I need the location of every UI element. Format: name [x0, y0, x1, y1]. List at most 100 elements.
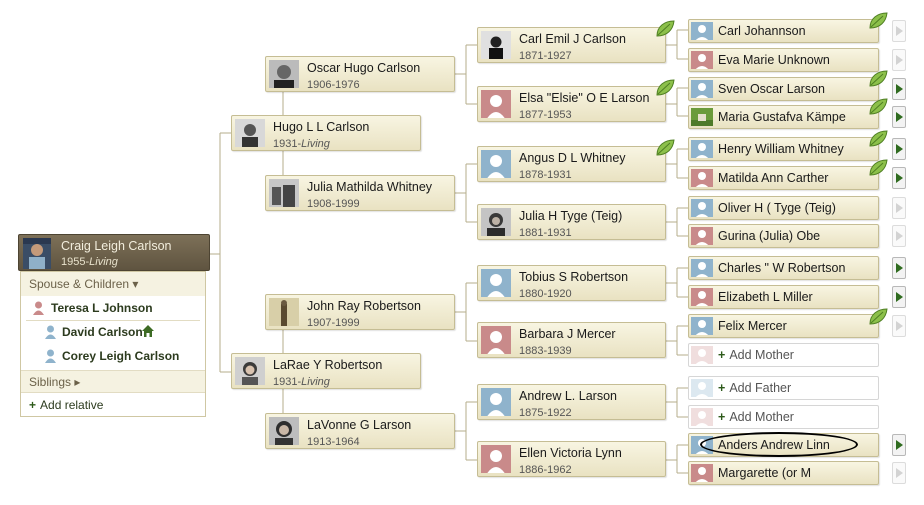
gen4-card-4[interactable]: Maria Gustafva Kämpe [688, 105, 879, 129]
ancestor-card-ffm[interactable]: Elsa "Elsie" O E Larson 1877-1953 [477, 86, 666, 122]
person-name: Carl Emil J Carlson [519, 32, 626, 46]
arrow-right-icon[interactable] [892, 167, 906, 189]
ancestor-card-fmf[interactable]: Angus D L Whitney 1878-1931 [477, 146, 666, 182]
arrow-right-icon[interactable] [892, 434, 906, 456]
leaf-icon[interactable] [868, 98, 888, 116]
male-silhouette-icon [691, 317, 713, 335]
person-photo [269, 179, 299, 207]
arrow-right-icon[interactable] [892, 78, 906, 100]
leaf-icon[interactable] [868, 308, 888, 326]
spouse-link[interactable]: Teresa L Johnson [51, 301, 153, 315]
siblings-toggle[interactable]: Siblings ▸ [29, 375, 81, 389]
child-link-david[interactable]: David Carlson [62, 325, 143, 339]
ancestor-card-fff[interactable]: Carl Emil J Carlson 1871-1927 [477, 27, 666, 63]
person-dates: 1875-1922 [519, 407, 572, 419]
person-name: Margarette (or M [718, 466, 812, 480]
gen4-card-5[interactable]: Henry William Whitney [688, 137, 879, 161]
gen4-card-8[interactable]: Gurina (Julia) Obe [688, 224, 879, 248]
female-silhouette-icon [481, 326, 511, 354]
house-icon [142, 325, 154, 337]
female-silhouette-icon [691, 346, 713, 364]
root-person-photo [23, 238, 51, 269]
person-name: Maria Gustafva Kämpe [718, 110, 846, 124]
male-silhouette-icon [481, 269, 511, 297]
male-silhouette-icon [691, 140, 713, 158]
ancestor-card-mfm[interactable]: Barbara J Mercer 1883-1939 [477, 322, 666, 358]
person-name: Elsa "Elsie" O E Larson [519, 91, 650, 105]
ancestor-card-mff[interactable]: Tobius S Robertson 1880-1920 [477, 265, 666, 301]
add-mother-button[interactable]: +Add Mother [688, 343, 879, 367]
female-silhouette-icon [33, 301, 44, 315]
gen4-card-2[interactable]: Eva Marie Unknown [688, 48, 879, 72]
male-silhouette-icon [691, 259, 713, 277]
add-mother-button[interactable]: +Add Mother [688, 405, 879, 429]
leaf-icon[interactable] [868, 12, 888, 30]
add-mother-label: +Add Mother [718, 410, 794, 424]
person-name: Henry William Whitney [718, 142, 844, 156]
mother-name: LaRae Y Robertson [273, 358, 383, 372]
father-card[interactable]: Hugo L L Carlson 1931-Living [231, 115, 421, 151]
female-silhouette-icon [691, 169, 713, 187]
arrow-right-icon[interactable] [892, 286, 906, 308]
gen4-card-3[interactable]: Sven Oscar Larson [688, 77, 879, 101]
add-relative-link[interactable]: +Add relative [29, 398, 213, 412]
male-silhouette-icon [691, 22, 713, 40]
plus-icon: + [718, 381, 726, 395]
female-silhouette-icon [691, 464, 713, 482]
person-name: Julia H Tyge (Teig) [519, 209, 623, 223]
arrow-right-icon[interactable] [892, 138, 906, 160]
gen4-card-11[interactable]: Felix Mercer [688, 314, 879, 338]
person-name: Barbara J Mercer [519, 327, 616, 341]
male-silhouette-icon [691, 199, 713, 217]
leaf-icon[interactable] [868, 159, 888, 177]
person-name: Ellen Victoria Lynn [519, 446, 622, 460]
root-person-card[interactable]: Craig Leigh Carlson 1955-Living [18, 234, 210, 271]
arrow-right-icon[interactable] [892, 106, 906, 128]
gen4-card-10[interactable]: Elizabeth L Miller [688, 285, 879, 309]
person-dates: 1908-1999 [307, 198, 360, 210]
gen4-card-9[interactable]: Charles " W Robertson [688, 256, 879, 280]
root-person-dates: 1955-Living [61, 256, 118, 268]
male-silhouette-icon [691, 379, 713, 397]
add-father-button[interactable]: +Add Father [688, 376, 879, 400]
maternal-grandmother-card[interactable]: LaVonne G Larson 1913-1964 [265, 413, 455, 449]
arrow-right-icon[interactable] [892, 257, 906, 279]
male-silhouette-icon [45, 325, 56, 339]
leaf-icon[interactable] [868, 130, 888, 148]
arrow-right-icon [892, 49, 906, 71]
spouse-children-toggle[interactable]: Spouse & Children ▾ [29, 277, 139, 291]
person-name: LaVonne G Larson [307, 418, 412, 432]
mother-dates: 1931-Living [273, 376, 330, 388]
person-name: Tobius S Robertson [519, 270, 629, 284]
leaf-icon[interactable] [655, 20, 675, 38]
maternal-grandfather-card[interactable]: John Ray Robertson 1907-1999 [265, 294, 455, 330]
paternal-grandfather-card[interactable]: Oscar Hugo Carlson 1906-1976 [265, 56, 455, 92]
person-dates: 1878-1931 [519, 169, 572, 181]
male-silhouette-icon [481, 388, 511, 416]
ancestor-card-fmm[interactable]: Julia H Tyge (Teig) 1881-1931 [477, 204, 666, 240]
ancestor-card-mmm[interactable]: Ellen Victoria Lynn 1886-1962 [477, 441, 666, 477]
person-name: Oscar Hugo Carlson [307, 61, 421, 75]
female-silhouette-icon [691, 227, 713, 245]
ancestor-card-mmf[interactable]: Andrew L. Larson 1875-1922 [477, 384, 666, 420]
person-dates: 1880-1920 [519, 288, 572, 300]
mother-photo [235, 357, 265, 385]
leaf-icon[interactable] [655, 139, 675, 157]
leaf-icon[interactable] [655, 79, 675, 97]
person-photo [481, 31, 511, 59]
arrow-right-icon [892, 315, 906, 337]
person-dates: 1906-1976 [307, 79, 360, 91]
paternal-grandmother-card[interactable]: Julia Mathilda Whitney 1908-1999 [265, 175, 455, 211]
person-name: Angus D L Whitney [519, 151, 626, 165]
person-name: Andrew L. Larson [519, 389, 617, 403]
mother-card[interactable]: LaRae Y Robertson 1931-Living [231, 353, 421, 389]
gen4-card-6[interactable]: Matilda Ann Carther [688, 166, 879, 190]
gen4-card-1[interactable]: Carl Johannson [688, 19, 879, 43]
person-photo [691, 108, 713, 126]
gen4-card-16[interactable]: Margarette (or M [688, 461, 879, 485]
gen4-card-7[interactable]: Oliver H ( Tyge (Teig) [688, 196, 879, 220]
father-dates: 1931-Living [273, 138, 330, 150]
leaf-icon[interactable] [868, 70, 888, 88]
child-link-corey[interactable]: Corey Leigh Carlson [62, 349, 180, 363]
